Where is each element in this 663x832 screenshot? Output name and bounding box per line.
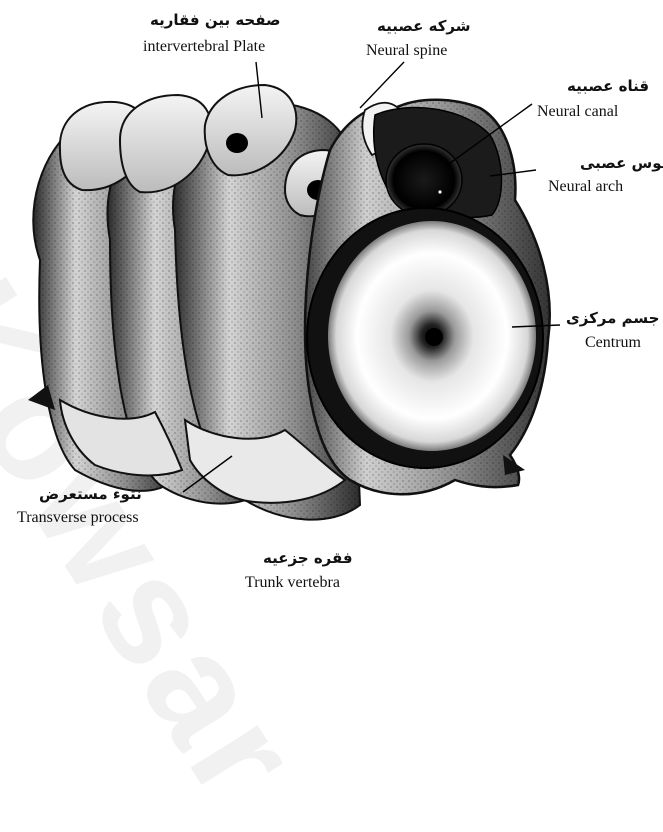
label-neural-canal-fa: قناه عصبیه	[567, 77, 649, 95]
label-centrum-en: Centrum	[585, 334, 641, 352]
neural-canal-shape	[386, 144, 462, 216]
label-centrum-fa: جسم مرکزی	[566, 309, 659, 327]
label-neural-arch-en: Neural arch	[548, 178, 623, 196]
label-neural-arch-fa: قوس عصبی	[580, 154, 663, 172]
label-intervertebral-plate-fa: صفحه بین فقاریه	[150, 11, 281, 29]
centrum-shape	[307, 208, 543, 468]
label-transverse-process-en: Transverse process	[17, 509, 139, 527]
leader-neural-spine	[360, 62, 404, 108]
label-intervertebral-plate-en: intervertebral Plate	[143, 38, 265, 56]
vertebra-diagram: Kowsar	[0, 0, 663, 599]
label-neural-spine-fa: شرکه عصبیه	[377, 17, 471, 35]
caption-fa: فقره جزعیه	[263, 549, 353, 567]
label-neural-spine-en: Neural spine	[366, 42, 447, 60]
caption-en: Trunk vertebra	[245, 574, 340, 592]
label-transverse-process-fa: نتوء مستعرض	[39, 485, 142, 503]
label-neural-canal-en: Neural canal	[537, 103, 618, 121]
